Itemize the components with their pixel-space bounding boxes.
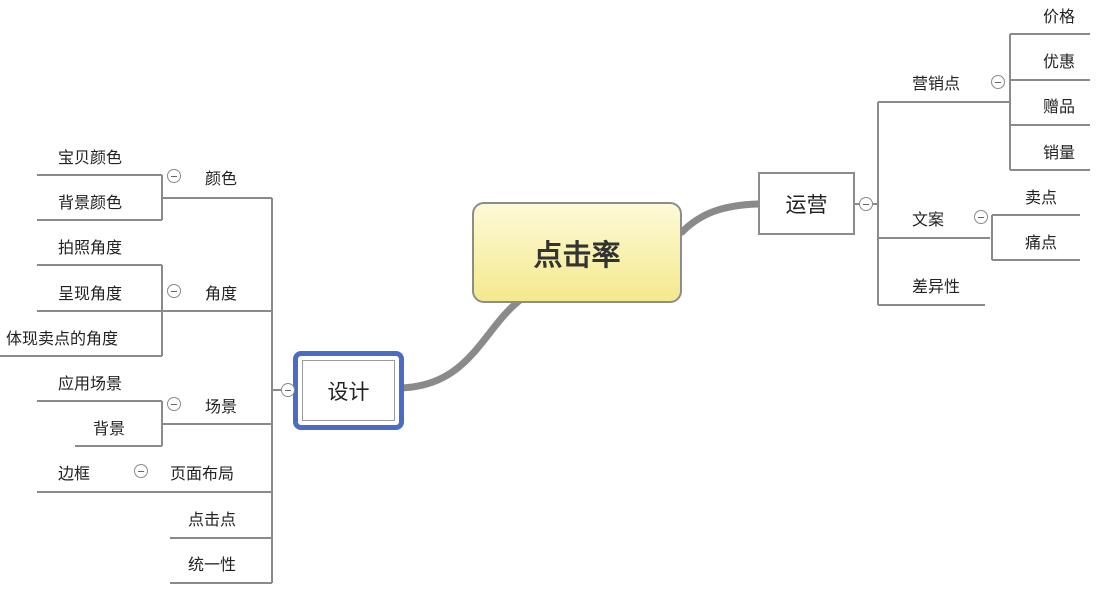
collapse-operation-icon[interactable] xyxy=(859,197,873,211)
topic-presentation-angle[interactable]: 呈现角度 xyxy=(58,284,123,303)
topic-application-scene[interactable]: 应用场景 xyxy=(58,374,123,393)
topic-page-layout[interactable]: 页面布局 xyxy=(170,464,235,483)
topic-marketing-point[interactable]: 营销点 xyxy=(912,74,961,93)
collapse-copy-icon[interactable] xyxy=(974,210,988,224)
topic-click-point[interactable]: 点击点 xyxy=(188,510,237,529)
operation-topic[interactable]: 运营 xyxy=(758,172,855,235)
collapse-angle-icon[interactable] xyxy=(167,284,181,298)
topic-angle[interactable]: 角度 xyxy=(205,284,238,303)
topic-copywriting[interactable]: 文案 xyxy=(912,210,945,229)
root-topic[interactable]: 点击率 xyxy=(472,202,682,303)
topic-gift[interactable]: 赠品 xyxy=(1043,97,1076,116)
topic-background-color[interactable]: 背景颜色 xyxy=(58,193,123,212)
topic-color[interactable]: 颜色 xyxy=(205,169,238,188)
topic-sales[interactable]: 销量 xyxy=(1043,143,1076,162)
topic-selling-point[interactable]: 卖点 xyxy=(1025,188,1058,207)
collapse-marketing-icon[interactable] xyxy=(991,75,1005,89)
collapse-scene-icon[interactable] xyxy=(167,397,181,411)
topic-selling-point-angle[interactable]: 体现卖点的角度 xyxy=(6,329,119,348)
topic-item-color[interactable]: 宝贝颜色 xyxy=(58,148,123,167)
topic-unity[interactable]: 统一性 xyxy=(188,555,237,574)
topic-difference[interactable]: 差异性 xyxy=(912,277,961,296)
collapse-color-icon[interactable] xyxy=(167,169,181,183)
topic-shooting-angle[interactable]: 拍照角度 xyxy=(58,238,123,257)
topic-scene[interactable]: 场景 xyxy=(205,397,238,416)
design-topic[interactable]: 设计 xyxy=(302,360,395,421)
collapse-design-icon[interactable] xyxy=(281,383,295,397)
topic-price[interactable]: 价格 xyxy=(1043,7,1076,26)
topic-discount[interactable]: 优惠 xyxy=(1043,52,1076,71)
topic-border[interactable]: 边框 xyxy=(58,464,91,483)
topic-background[interactable]: 背景 xyxy=(93,419,126,438)
topic-pain-point[interactable]: 痛点 xyxy=(1025,233,1058,252)
collapse-layout-icon[interactable] xyxy=(134,464,148,478)
